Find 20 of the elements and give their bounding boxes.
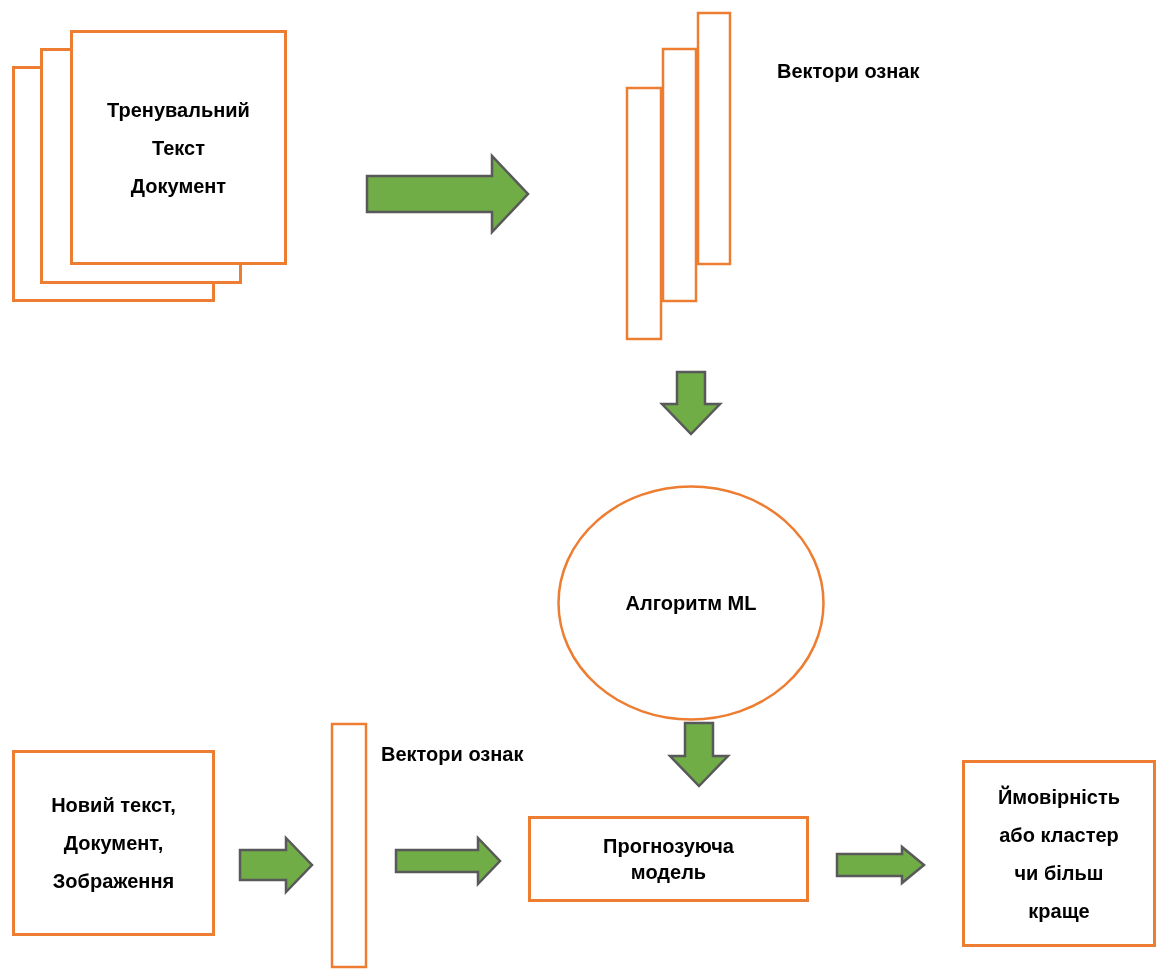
- node-label: Алгоритм ML: [624, 591, 758, 616]
- block-arrow: [394, 834, 502, 888]
- feature-vector-label: Вектори ознак: [777, 60, 920, 83]
- feature-vector-label: Вектори ознак: [381, 743, 524, 766]
- algorithm-ellipse: [557, 485, 825, 721]
- block-arrow: [835, 844, 926, 886]
- block-arrow: [667, 721, 731, 788]
- process-box: [528, 816, 809, 902]
- output-box: [962, 760, 1156, 947]
- document-stack: [12, 30, 287, 302]
- input-box: [12, 750, 215, 936]
- block-arrow: [365, 152, 530, 236]
- node-label: Новий текст, Документ, Зображення: [50, 793, 177, 894]
- block-arrow: [238, 834, 314, 896]
- block-arrow: [659, 370, 723, 436]
- vector-bar-stack: [626, 12, 731, 340]
- vector-bar: [331, 723, 367, 968]
- node-label: Прогнозуюча модель: [602, 834, 735, 885]
- node-label: Тренувальний Текст Документ: [107, 97, 250, 199]
- node-label: Ймовірність або кластер чи більш краще: [996, 784, 1121, 924]
